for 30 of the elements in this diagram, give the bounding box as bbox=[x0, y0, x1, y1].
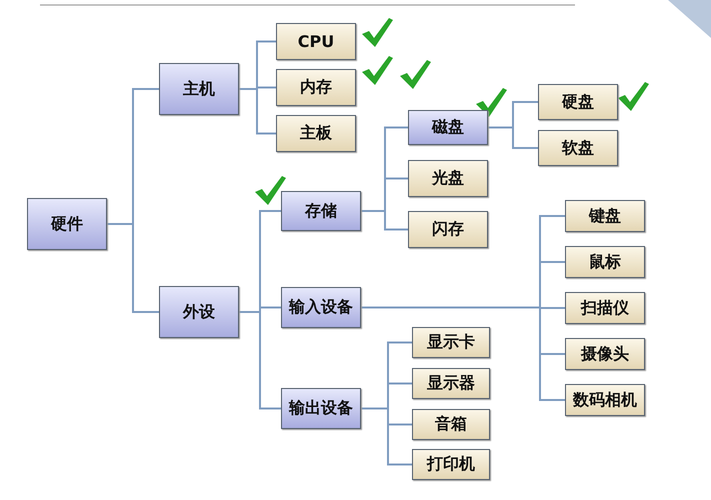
category-box: 硬件 bbox=[27, 198, 107, 250]
connector-line bbox=[361, 306, 565, 401]
item-box: 音箱 bbox=[412, 409, 490, 440]
connector-line bbox=[361, 210, 408, 230]
item-box: 闪存 bbox=[408, 211, 488, 248]
category-box: 存储 bbox=[281, 191, 361, 231]
item-box: 主板 bbox=[276, 115, 356, 152]
item-box: 摄像头 bbox=[565, 338, 645, 370]
category-box: 磁盘 bbox=[408, 110, 488, 145]
item-box: 数码相机 bbox=[565, 384, 645, 416]
item-box: 扫描仪 bbox=[565, 292, 645, 324]
connector-line bbox=[488, 126, 538, 149]
item-box: 键盘 bbox=[565, 200, 645, 232]
item-box: 光盘 bbox=[408, 160, 488, 197]
category-box: 输出设备 bbox=[281, 388, 361, 429]
connector-line bbox=[239, 88, 276, 134]
connector-line bbox=[239, 311, 281, 410]
category-box: 输入设备 bbox=[281, 287, 361, 328]
item-box: 鼠标 bbox=[565, 246, 645, 278]
item-box: 显示器 bbox=[412, 368, 490, 399]
category-box: 外设 bbox=[159, 286, 239, 338]
item-box: 显示卡 bbox=[412, 327, 490, 358]
item-box: 内存 bbox=[276, 69, 356, 106]
category-box: 主机 bbox=[159, 63, 239, 115]
connector-line bbox=[361, 408, 412, 466]
item-box: 打印机 bbox=[412, 449, 490, 480]
item-box: CPU bbox=[276, 23, 356, 60]
item-box: 硬盘 bbox=[538, 84, 618, 120]
connector-line bbox=[107, 223, 159, 313]
item-box: 软盘 bbox=[538, 130, 618, 166]
